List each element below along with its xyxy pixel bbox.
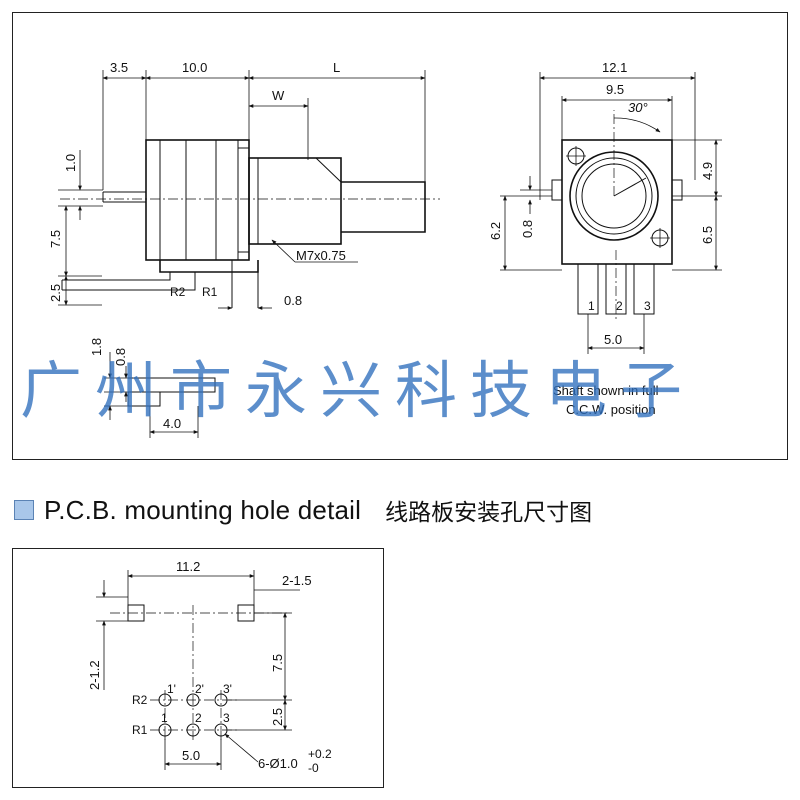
pcb-dim-5-0: 5.0: [182, 748, 200, 763]
dim-6-5: 6.5: [700, 226, 715, 244]
square-bullet-icon: [14, 500, 34, 520]
pcb-title-cn: 线路板安装孔尺寸图: [385, 500, 593, 526]
dim-5-0: 5.0: [604, 332, 622, 347]
front-view: 12.1 9.5 30° 1 2 3 4.9 6: [488, 60, 722, 417]
dim-1-0: 1.0: [63, 154, 78, 172]
dim-4-9: 4.9: [700, 162, 715, 180]
pcb-bottom-pin-3: 3: [223, 711, 230, 725]
pcb-dim-2-5: 2.5: [270, 708, 285, 726]
pcb-hole-detail: 11.2 2-1.5 2-1.2 R2 R1 1' 2' 3' 1 2 3 7.…: [87, 559, 332, 775]
pcb-title-en: P.C.B. mounting hole detail: [44, 494, 362, 525]
front-pin-1: 1: [588, 299, 595, 313]
dim-12-1: 12.1: [602, 60, 627, 75]
pcb-top-pin-1: 1': [167, 682, 176, 696]
top-drawing-frame: [12, 12, 788, 460]
pcb-bottom-pin-2: 2: [195, 711, 202, 725]
dim-L: L: [333, 60, 340, 75]
dim-6-2: 6.2: [488, 222, 503, 240]
pcb-row-r1: R1: [132, 723, 148, 737]
pin-label-r2: R2: [170, 285, 186, 299]
dim-7-5: 7.5: [48, 230, 63, 248]
pcb-top-pin-3: 3': [223, 682, 232, 696]
pcb-row-r2: R2: [132, 693, 148, 707]
front-pin-2: 2: [616, 299, 623, 313]
dim-0-8-front: 0.8: [520, 220, 535, 238]
pcb-tol-minus: -0: [308, 761, 319, 775]
dim-0-8-pin: 0.8: [113, 348, 128, 366]
pin-label-r1: R1: [202, 285, 218, 299]
dim-W: W: [272, 88, 285, 103]
pcb-dim-11-2: 11.2: [176, 559, 200, 574]
thread-label: M7x0.75: [296, 248, 346, 263]
note-line-1: Shaft shown in full: [553, 383, 659, 398]
pcb-dim-2-1-2: 2-1.2: [87, 660, 102, 690]
pcb-top-pin-2: 2': [195, 682, 204, 696]
dim-1-8: 1.8: [89, 338, 104, 356]
pcb-bottom-pin-1: 1: [161, 711, 168, 725]
dim-2-5: 2.5: [48, 284, 63, 302]
side-view: 3.5 10.0 L W R2 R1 1.0: [48, 60, 440, 438]
dim-4-0: 4.0: [163, 416, 181, 431]
pcb-hole-callout: 6-Ø1.0: [258, 756, 298, 771]
dim-0-8-bottom: 0.8: [284, 293, 302, 308]
pcb-dim-slot: 2-1.5: [282, 573, 312, 588]
dim-3-5: 3.5: [110, 60, 128, 75]
pcb-drawing-frame: [12, 548, 384, 788]
dim-9-5: 9.5: [606, 82, 624, 97]
front-pin-3: 3: [644, 299, 651, 313]
pcb-dim-7-5: 7.5: [270, 654, 285, 672]
pcb-tol-plus: +0.2: [308, 747, 332, 761]
note-line-2: C.C.W. position: [566, 402, 656, 417]
pcb-holes: [150, 690, 240, 740]
angle-label: 30°: [628, 100, 648, 115]
pcb-section-title: P.C.B. mounting hole detail 线路板安装孔尺寸图: [14, 493, 592, 527]
dim-10-0: 10.0: [182, 60, 207, 75]
